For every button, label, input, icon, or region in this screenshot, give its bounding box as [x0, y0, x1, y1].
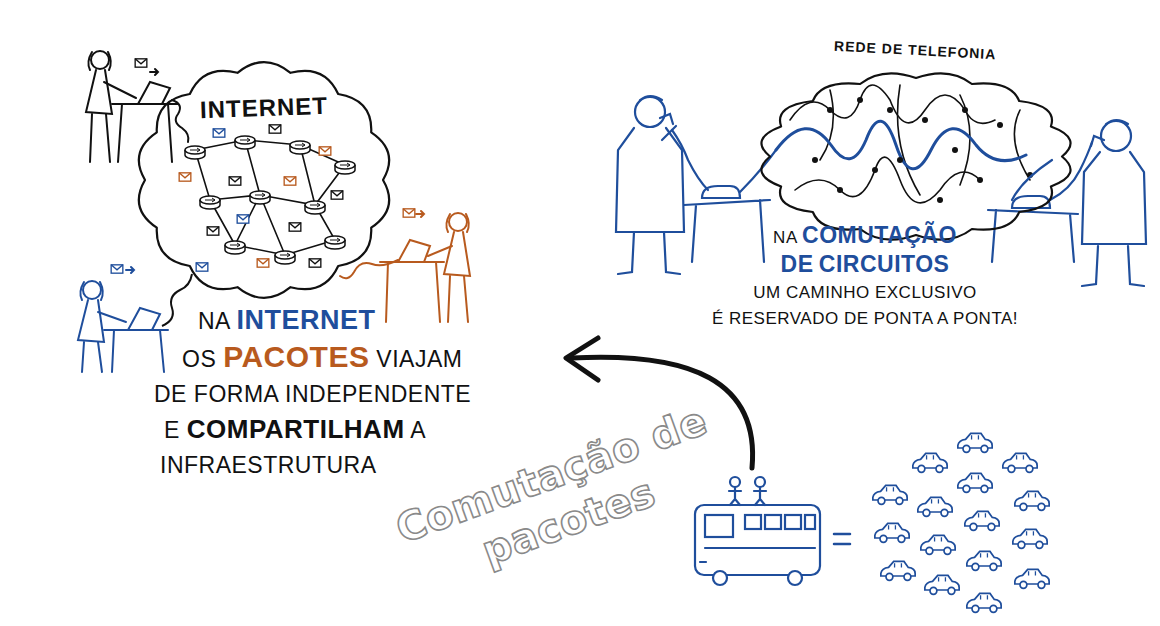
word: DE — [154, 381, 187, 407]
word: PONTA! — [953, 309, 1018, 328]
text-line: NA COMUTAÇÃO — [690, 222, 1040, 251]
word: NA — [773, 228, 797, 247]
outlined-title: Comutação de pacotes — [388, 395, 732, 602]
word: PACOTES — [223, 340, 369, 373]
word: INTERNET — [237, 305, 376, 335]
word: EXCLUSIVO — [875, 283, 977, 302]
text-line: NA INTERNET — [150, 303, 471, 339]
word: A — [937, 309, 948, 328]
word: RESERVADO — [729, 309, 839, 328]
cloud-node: INTERNET — [135, 60, 393, 300]
word: DE — [781, 251, 814, 277]
cloud-shape — [761, 73, 1070, 239]
word: DE — [844, 309, 869, 328]
word: FORMA — [194, 381, 278, 407]
word: COMPARTILHAM — [187, 414, 405, 444]
cloud-title: REDE DE TELEFONIA — [834, 38, 997, 62]
packet-note: NA INTERNET OS PACOTES VIAJAM DE FORMA I… — [150, 303, 471, 483]
text-line: OS PACOTES VIAJAM — [150, 339, 471, 377]
word: CAMINHO — [786, 283, 870, 302]
word: COMUTAÇÃO — [802, 222, 957, 248]
word: PONTA — [874, 309, 933, 328]
cloud-title: INTERNET — [199, 92, 328, 124]
text-line: DE FORMA INDEPENDENTE — [150, 377, 471, 412]
word: NA — [198, 308, 230, 334]
cloud-outline — [760, 40, 1072, 245]
cloud-node: REDE DE TELEFONIA — [760, 40, 1072, 245]
circuit-note: NA COMUTAÇÃO DE CIRCUITOS UM CAMINHO EXC… — [690, 222, 1040, 332]
cloud-shape — [139, 62, 389, 298]
text-line: É RESERVADO DE PONTA A PONTA! — [690, 306, 1040, 332]
word: INDEPENDENTE — [285, 381, 471, 407]
word: A — [410, 417, 426, 443]
text-line: DE CIRCUITOS — [690, 251, 1040, 280]
word: E — [164, 417, 180, 443]
word: UM — [753, 283, 780, 302]
word: É — [712, 309, 724, 328]
word: VIAJAM — [376, 346, 462, 372]
word: de — [644, 397, 713, 460]
word: INFRAESTRUTURA — [160, 452, 377, 478]
word: CIRCUITOS — [819, 251, 950, 277]
text-line: E COMPARTILHAM A — [150, 412, 471, 448]
word: OS — [182, 346, 216, 372]
text-line: INFRAESTRUTURA — [150, 448, 471, 483]
text-line: UM CAMINHO EXCLUSIVO — [690, 280, 1040, 306]
